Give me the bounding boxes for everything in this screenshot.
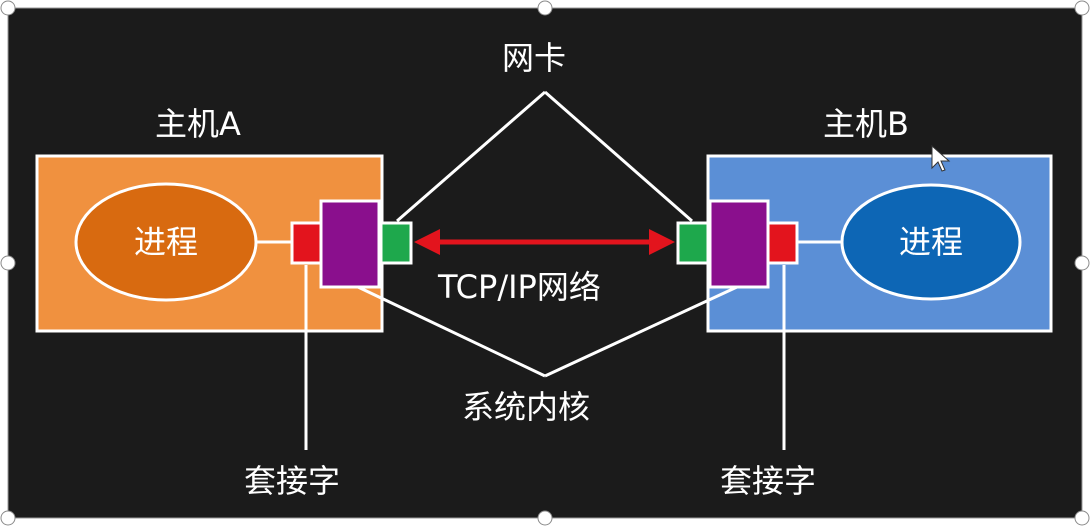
selection-handle[interactable] [1074,255,1090,271]
process-a-label: 进程 [133,223,198,261]
nic-line-left [396,90,546,223]
network-arrow-head-right [649,229,675,255]
socket-a-block [290,221,323,265]
selection-handle[interactable] [0,0,16,16]
socket-a-label: 套接字 [244,462,341,500]
nic-a-block [379,221,413,265]
nic-b-block [676,221,710,265]
socket-b-label: 套接字 [720,462,817,500]
mouse-cursor-icon [931,144,951,172]
selection-handle[interactable] [537,0,553,16]
kernel-label: 系统内核 [462,388,591,426]
nic-label: 网卡 [502,39,567,77]
selection-handle[interactable] [1074,0,1090,16]
kernel-line-left [357,285,546,378]
host-b-title: 主机B [823,105,909,143]
process-a-ellipse [74,182,258,302]
socket-b-block [766,221,799,265]
process-b-ellipse [840,183,1022,301]
selection-handle[interactable] [0,255,16,271]
host-a-title: 主机A [155,105,241,143]
nic-line-right [544,90,693,223]
kernel-a-block [319,199,381,289]
selection-handle[interactable] [0,510,16,526]
network-arrow-head-left [414,229,440,255]
process-b-label: 进程 [898,223,963,261]
kernel-line-right [544,285,738,378]
selection-handle[interactable] [1074,510,1090,526]
network-label: TCP/IP网络 [438,268,601,306]
selection-handle[interactable] [537,510,553,526]
kernel-b-block [708,199,770,289]
